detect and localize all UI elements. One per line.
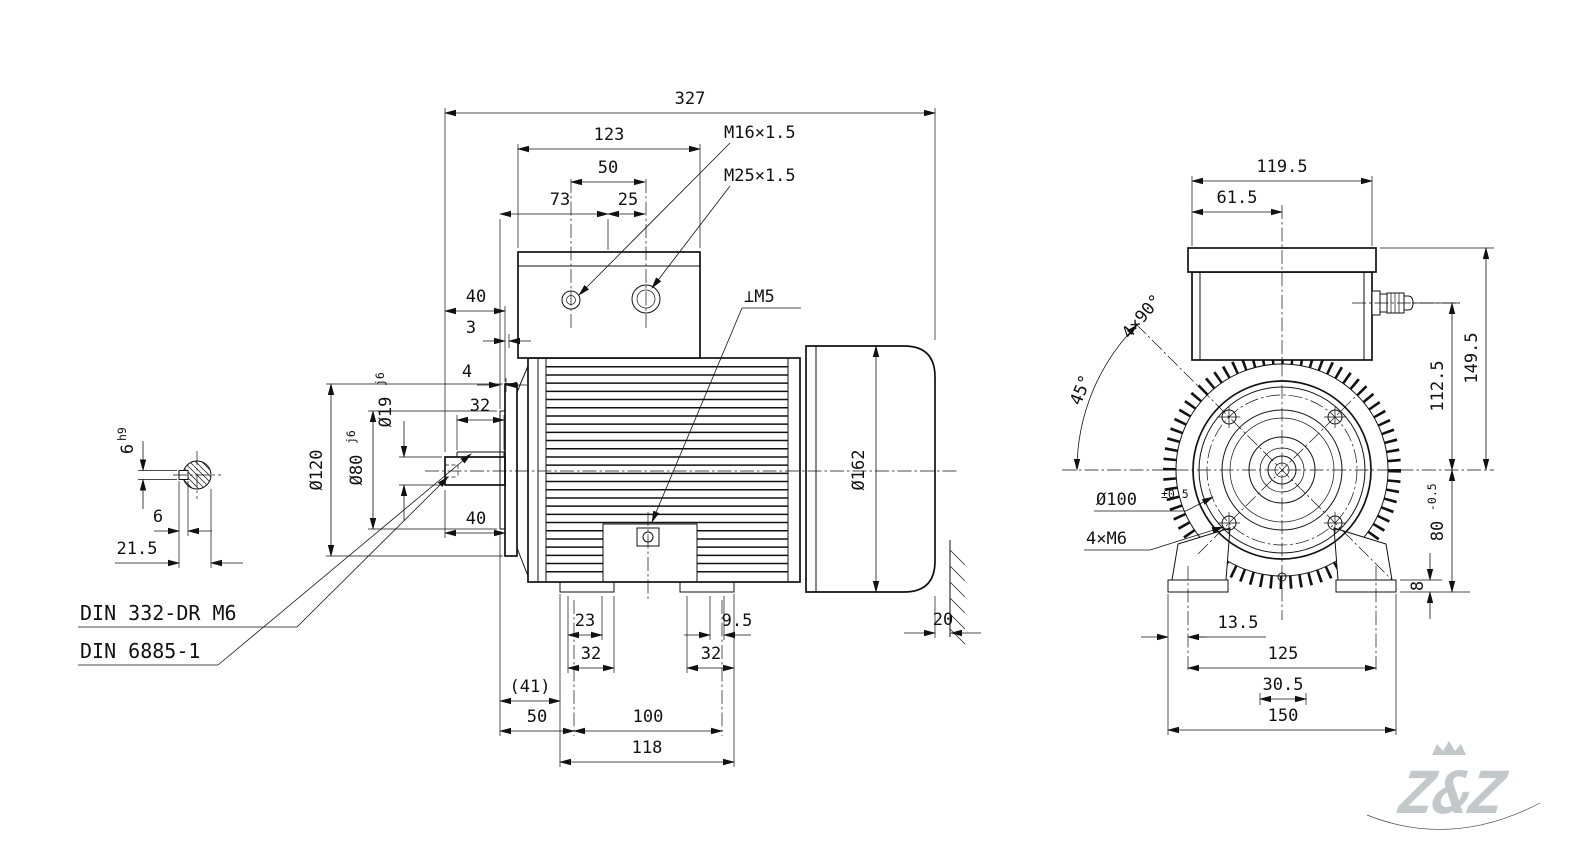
angle-arc-45 [1073,324,1138,471]
dim-305: 30.5 [1263,675,1304,695]
wall-hatch [949,549,966,645]
dim-shaft-height-tol: -0.5 [1425,483,1439,511]
label-gland-m25: M25×1.5 [724,166,796,186]
dim-flange-dia: Ø120 [307,450,327,491]
dim-foot-spacing: 100 [633,707,664,727]
dim-key-length: 32 [470,396,490,416]
leader-din6885 [217,453,472,666]
label-pcd-tol: ±0.5 [1161,487,1189,501]
foot-pad-right [1335,579,1397,593]
dim-135: 13.5 [1218,613,1259,633]
dim-3: 3 [466,318,476,338]
label-pcd: Ø100 [1096,490,1137,510]
dim-shaft-dia: Ø19 j6 [373,372,396,427]
dim-pad-height: 8 [1408,581,1428,591]
dim-key-height: 6 [153,507,163,527]
leader-m25 [651,185,731,289]
dim-foot-width: 150 [1268,706,1299,726]
dim-overall-height: 149.5 [1462,332,1482,383]
dim-25: 25 [618,190,638,210]
endshield-slant [516,365,529,393]
side-view [425,179,966,736]
leader-m5 [651,307,743,523]
detail-extension-lines [138,470,212,568]
diagonal-centerline [1135,323,1393,581]
leader-din332 [296,476,449,628]
dim-key-width-fit: h9 [115,427,129,441]
label-gland-m16: M16×1.5 [724,123,796,143]
dim-key-width-value: 6 [118,444,138,454]
note-center-hole: DIN 332-DR M6 [80,601,237,625]
watermark-text: Z&Z [1394,759,1511,827]
watermark-swoosh [1366,802,1541,830]
label-earth-terminal: ⊥M5 [744,287,775,307]
cable-gland-m25-bore [636,289,656,309]
dim-foot-hole: 9.5 [722,611,753,631]
label-pattern-angle: 45° [1066,372,1096,408]
underline-din [78,626,297,666]
dim-spigot-dia-value: Ø80 [347,455,367,486]
dim-foot-rear-32: 32 [701,644,721,664]
dim-shaft-length: 40 [466,287,486,307]
endshield-slant [516,547,529,577]
dim-41: (41) [510,677,551,697]
earth-terminal-pad [602,523,698,583]
diagonal-centerline-2 [1197,385,1367,555]
dim-wall-clearance: 20 [933,610,953,630]
crown-icon [1432,741,1466,755]
dim-gland-spacing: 50 [598,158,618,178]
dim-hole-spacing: 125 [1268,644,1299,664]
cable-gland-m25 [631,284,661,314]
dim-gland-height: 112.5 [1428,360,1448,411]
label-flange-holes: 4×M6 [1086,529,1127,549]
foot-pad-left [1167,579,1229,593]
dim-key-width: 6 h9 [115,427,138,454]
dim-4: 4 [462,362,472,382]
dim-shaft-height-value: 80 [1428,521,1448,541]
watermark-logo: Z&Z [1366,741,1541,830]
front-view-dimensions: 119.5 61.5 4×90° 45° 112.5 149.5 Ø100 ±0… [1066,157,1494,735]
mounting-foot-front [559,581,615,593]
dim-foot-span: 118 [632,738,663,758]
mounting-foot-rear [679,581,735,593]
key-section-detail: 6 h9 6 21.5 [115,427,243,568]
dim-foot-slot: 23 [575,611,595,631]
dim-frame-dia: Ø162 [849,450,869,491]
leader-m16 [578,142,731,296]
flange [504,383,518,557]
dim-spigot-dia: Ø80 j6 [344,430,367,485]
label-hole-pattern: 4×90° [1118,291,1166,343]
dim-shaft-length-2: 40 [466,509,486,529]
dim-spigot-fit: j6 [344,430,358,444]
note-key-standard: DIN 6885-1 [80,639,200,663]
side-view-dimensions: 327 123 50 73 25 M16×1.5 M25×1.5 40 3 4 … [78,89,981,767]
dim-foot-front-32: 32 [581,644,601,664]
dim-box-length: 123 [594,125,625,145]
terminal-box [517,251,701,359]
dim-shaft-fit: j6 [373,372,387,386]
leader-bolt-holes [1149,526,1224,551]
dim-shaft-height: 80 -0.5 [1425,483,1448,541]
dim-key-depth: 21.5 [117,539,158,559]
dim-box-left: 61.5 [1217,188,1258,208]
dim-50-foot: 50 [527,707,547,727]
label-underlines [1084,510,1186,551]
dim-box-width: 119.5 [1256,157,1307,177]
fan-cowl [805,345,936,593]
dim-73: 73 [550,190,570,210]
dim-overall-length: 327 [675,89,706,109]
dim-shaft-dia-value: Ø19 [376,397,396,428]
leader-pcd [1185,496,1214,512]
front-view [1062,205,1494,673]
